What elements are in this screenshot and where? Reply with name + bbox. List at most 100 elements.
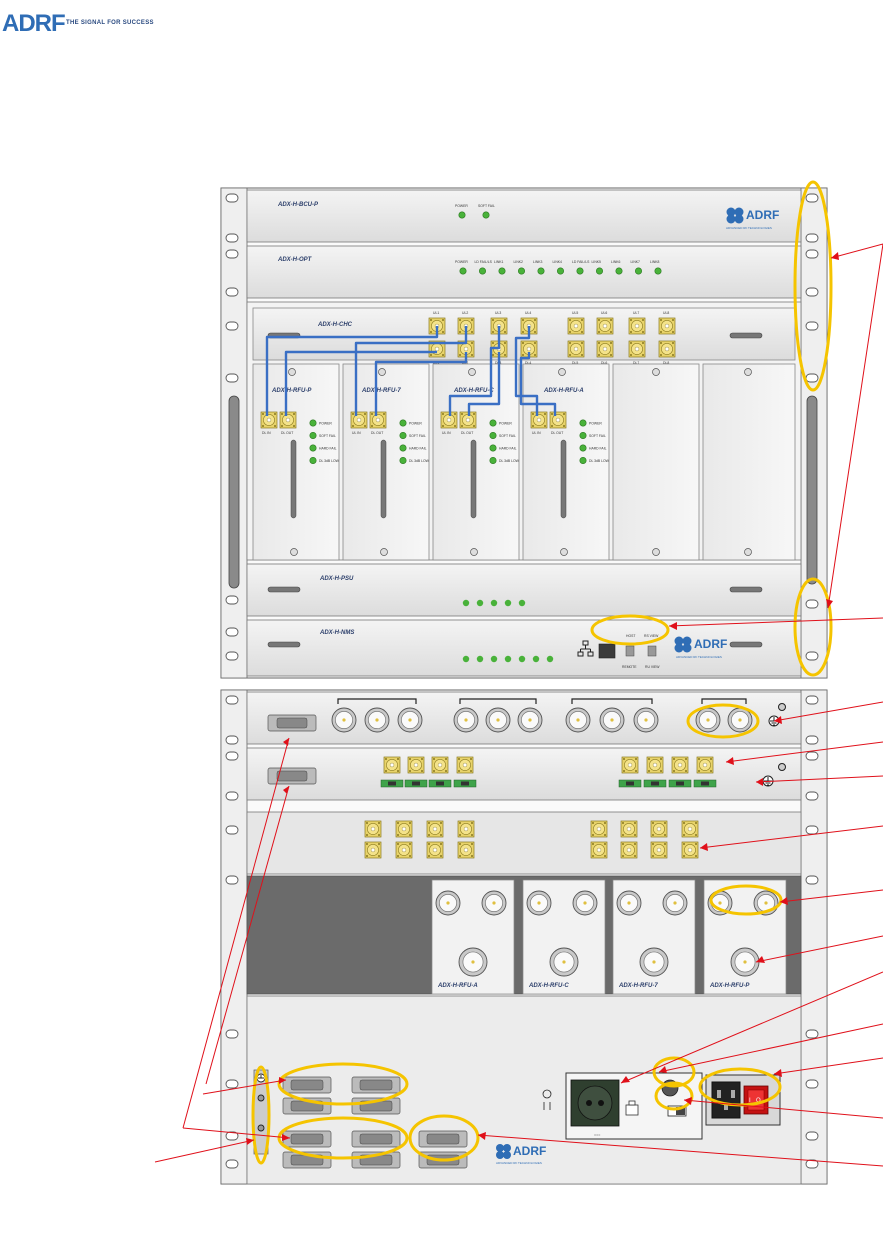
bcu-label: ADX-H-BCU-P — [277, 202, 319, 208]
sma-port — [681, 841, 699, 859]
n-connector — [453, 707, 479, 733]
terminal-slot — [676, 781, 684, 786]
brand-subtitle: ADVANCED RF TECHNOLOGIES — [496, 1161, 542, 1165]
sma-port — [620, 820, 638, 838]
nms-panel — [246, 619, 802, 677]
rfu-7-label: ADX-H-RFU-7 — [361, 388, 401, 394]
rfu-port-label: DL OUT — [281, 431, 293, 435]
db-connector — [282, 1130, 332, 1148]
rfu-led-label: DL 3dB LOW — [319, 459, 340, 463]
switch-mark-off: O — [756, 1098, 761, 1104]
n-connector — [639, 947, 669, 977]
rfu-port-label: UL IN — [442, 431, 451, 435]
sma-port — [620, 841, 638, 859]
cable — [467, 352, 501, 416]
led — [489, 431, 497, 439]
n-connector — [572, 890, 598, 916]
n-connector — [695, 707, 721, 733]
sma-port — [530, 411, 548, 429]
led — [498, 267, 506, 275]
sma-port — [549, 411, 567, 429]
rfu-port-label: DL OUT — [551, 431, 563, 435]
sma-port — [520, 340, 538, 358]
brand-name: ADRF — [746, 208, 779, 222]
right-handle — [806, 395, 818, 585]
rfu-items: DL IN DL OUT POWER SOFT FAIL HARD FAIL DL 3dB… — [260, 411, 610, 464]
db-connector — [351, 1076, 401, 1094]
terminal-slot — [651, 781, 659, 786]
chc-port-label: UL6 — [601, 311, 607, 315]
led — [399, 444, 407, 452]
sma-port — [431, 756, 449, 774]
sma-port — [658, 317, 676, 335]
opt-led-label: LINK4 — [553, 260, 563, 264]
rfu-led-label: HARD FAIL — [589, 447, 607, 451]
front-rack: ADX-H-BCU-P ADX-H-OPT ADX-H-CHC ADX-H-RF… — [220, 187, 828, 679]
n-connector — [616, 890, 642, 916]
led — [579, 431, 587, 439]
sma-port — [260, 411, 278, 429]
rfu-led-label: HARD FAIL — [409, 447, 427, 451]
led — [517, 267, 525, 275]
led — [576, 267, 584, 275]
n-connectors-top — [331, 698, 753, 733]
sma-port — [395, 820, 413, 838]
bcu-led-label: POWER — [455, 204, 468, 208]
chc-port-label: UL8 — [663, 311, 669, 315]
led — [399, 431, 407, 439]
rfu-port-label: DL OUT — [461, 431, 473, 435]
cable — [514, 326, 539, 416]
n-connector — [458, 947, 488, 977]
sma-port — [596, 317, 614, 335]
terminal-slot — [626, 781, 634, 786]
opt-led-label: LINK1 — [494, 260, 504, 264]
db-connector — [351, 1130, 401, 1148]
blank-card-2 — [702, 363, 796, 561]
n-connector — [435, 890, 461, 916]
led — [489, 456, 497, 464]
card-screws — [288, 368, 752, 556]
rfu-led-label: DL 3dB LOW — [499, 459, 520, 463]
rfu-c-label: ADX-H-RFU-C — [453, 388, 494, 394]
opt-led-label: LINK3 — [533, 260, 543, 264]
led — [579, 444, 587, 452]
sma-port — [364, 820, 382, 838]
led — [654, 267, 662, 275]
tagline: THE SIGNAL FOR SUCCESS — [66, 20, 154, 26]
sma-port — [671, 756, 689, 774]
sma-port — [567, 317, 585, 335]
led — [556, 267, 564, 275]
n-connector — [485, 707, 511, 733]
led — [459, 267, 467, 275]
brand-badge-rear: ADRF ADVANCED RF TECHNOLOGIES — [496, 1144, 546, 1165]
rs-view-label: RS VIEW — [644, 634, 659, 638]
sma-port — [456, 756, 474, 774]
n-connector — [599, 707, 625, 733]
bcu-leds: POWER SOFT FAIL — [455, 204, 495, 219]
rear-rfu-label: ADX-H-RFU-A — [437, 983, 478, 989]
rear-rail-holes — [225, 695, 819, 1169]
rfu-port-label: DL IN — [262, 431, 271, 435]
cable — [448, 326, 501, 416]
rfu-led-label: SOFT FAIL — [319, 434, 336, 438]
n-connector — [662, 890, 688, 916]
host-label: HOST — [626, 634, 635, 638]
sma-port — [646, 756, 664, 774]
sma-port — [590, 820, 608, 838]
power-label: === — [594, 1133, 600, 1137]
chc-port-label: DL4 — [525, 361, 531, 365]
rfu-led-label: DL 3dB LOW — [409, 459, 430, 463]
opt-led-label: LD FAIL/LS — [475, 260, 493, 264]
led — [399, 419, 407, 427]
chc-port-label: UL2 — [462, 311, 468, 315]
rfu-p-label: ADX-H-RFU-P — [271, 388, 312, 394]
sma-port — [426, 820, 444, 838]
db-connector — [282, 1076, 332, 1094]
sma-port — [426, 841, 444, 859]
rfu-led-label: POWER — [409, 422, 422, 426]
terminal-slot — [412, 781, 420, 786]
chc-port-label: DL7 — [633, 361, 639, 365]
led — [537, 267, 545, 275]
sma-port — [681, 820, 699, 838]
